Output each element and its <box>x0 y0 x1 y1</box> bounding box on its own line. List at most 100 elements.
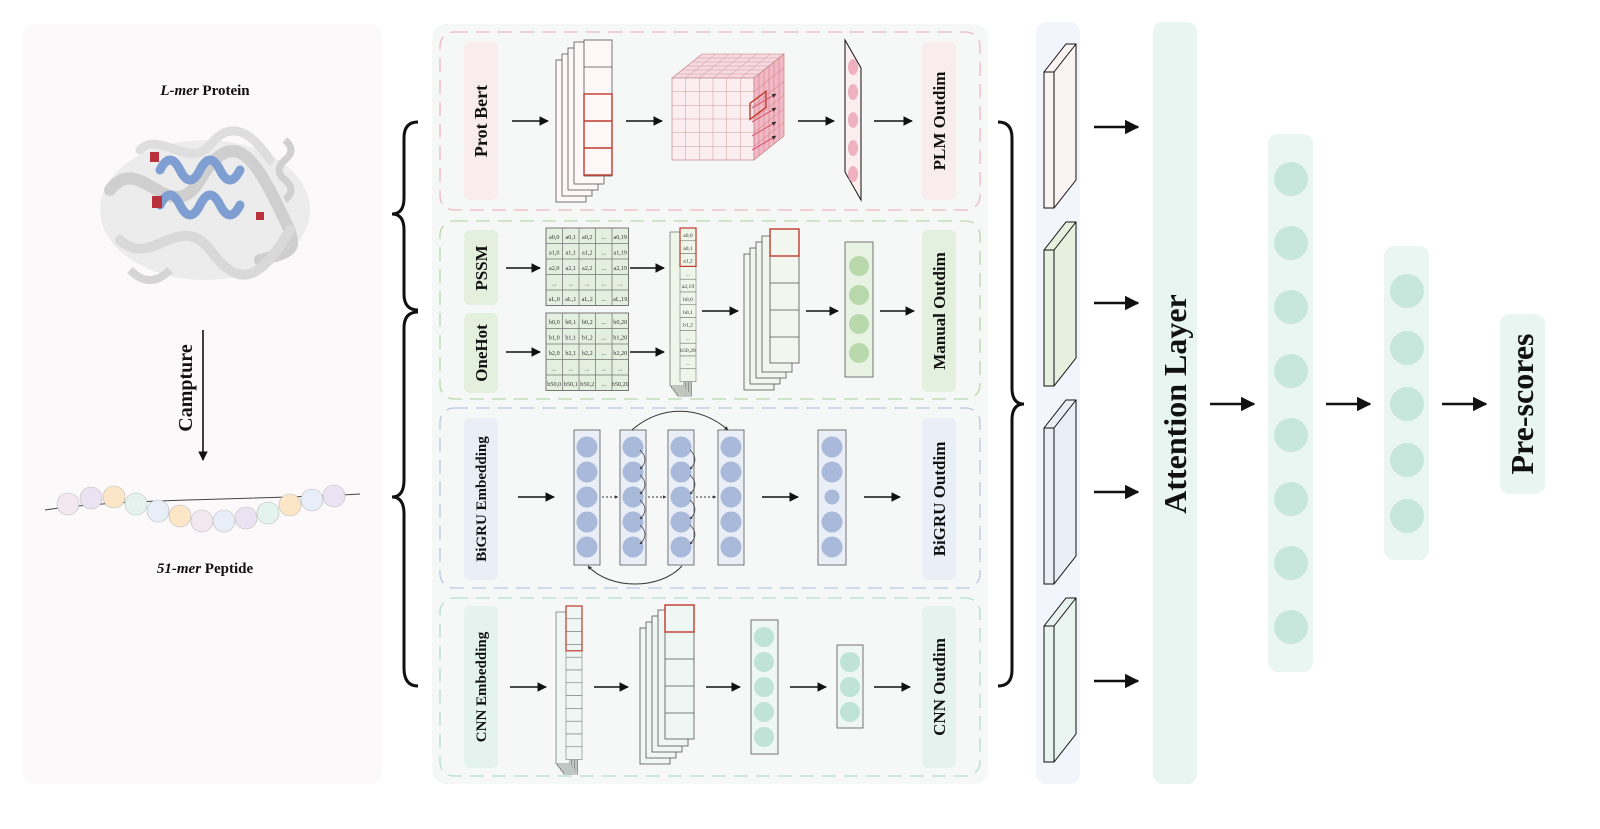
peptide-residue <box>212 509 236 533</box>
bigru-branch-box <box>439 407 981 589</box>
gru-unit <box>576 536 598 558</box>
gru-unit <box>720 511 742 533</box>
matrix-cell: ... <box>552 365 557 372</box>
cnn-cell <box>565 708 583 722</box>
bigru-backward-arc <box>587 565 683 585</box>
gru-unit <box>821 461 843 483</box>
gru-unit <box>670 486 692 508</box>
capture-label: Campture <box>175 344 197 432</box>
cnn-vector-2 <box>836 644 864 729</box>
matrix-cell: a2,1 <box>566 265 576 272</box>
cnn-cell <box>565 720 583 735</box>
cnn-outdim-label: CNN Outdim <box>930 638 949 736</box>
gru-unit <box>576 511 598 533</box>
flat-cell: b0,1 <box>683 310 693 316</box>
cnn-cell <box>565 746 583 760</box>
gru-unit <box>821 436 843 458</box>
peptide-residue <box>278 493 302 517</box>
flat-cell: b0,0 <box>683 297 693 303</box>
bigru-forward-arc <box>631 410 729 431</box>
plm-feature-stack <box>555 39 613 203</box>
matrix-cell: ... <box>618 365 623 372</box>
matrix-cell: ... <box>601 350 606 357</box>
pssm-label: PSSM <box>472 245 491 290</box>
matrix-cell: aL,2 <box>582 296 593 303</box>
protein-structure-image <box>100 126 310 284</box>
cnn-branch-box <box>439 597 981 777</box>
plm-embedding-cube <box>671 53 785 161</box>
matrix-cell: b0,0 <box>549 319 560 326</box>
peptide-label: 51-mer Peptide <box>157 561 254 577</box>
gru-unit <box>720 436 742 458</box>
bigru-outdim-label: BiGRU Outdim <box>930 442 949 557</box>
matrix-cell: ... <box>585 280 590 287</box>
prot-bert-label: Prot Bert <box>471 85 491 157</box>
peptide-residue <box>190 509 214 533</box>
matrix-cell: b50,0 <box>547 381 561 388</box>
matrix-cell: b0,2 <box>582 319 593 326</box>
flat-cell: a1,2 <box>683 259 693 265</box>
concat-plate-cnn <box>1043 597 1077 763</box>
gru-unit <box>720 486 742 508</box>
flat-cell: ... <box>686 271 691 277</box>
concat-plate-plm <box>1043 43 1077 209</box>
matrix-cell: a0,19 <box>613 234 627 241</box>
matrix-cell: b1,2 <box>582 334 593 341</box>
matrix-cell: b50,2 <box>580 381 594 388</box>
input-panel <box>22 24 382 784</box>
gru-unit <box>576 486 598 508</box>
gru-unit <box>622 486 644 508</box>
matrix-cell: ... <box>552 280 557 287</box>
cnn-cell <box>565 695 583 709</box>
manual-feature-stack <box>743 228 800 391</box>
matrix-cell: ... <box>601 234 606 241</box>
cnn-feature-stack <box>639 604 695 765</box>
flat-cell: a0,0 <box>683 233 693 239</box>
peptide-residue <box>168 504 192 528</box>
matrix-cell: ... <box>585 365 590 372</box>
attention-layer-label: Attention Layer <box>1157 294 1193 514</box>
gru-unit <box>622 461 644 483</box>
flat-cell: ... <box>686 335 691 341</box>
cnn-cell <box>565 669 583 684</box>
matrix-cell: b50,1 <box>564 381 578 388</box>
cnn-embedding-stack <box>555 605 583 775</box>
peptide-residue <box>146 499 170 523</box>
flat-cell: a0,1 <box>683 246 693 252</box>
brace-top <box>391 120 419 312</box>
peptide-chain <box>56 484 346 533</box>
dense-layer-2 <box>1384 246 1429 560</box>
matrix-cell: a2,19 <box>613 265 627 272</box>
flat-cell: b50,20 <box>680 348 696 354</box>
matrix-cell: a2,2 <box>582 265 592 272</box>
matrix-cell: a1,1 <box>566 249 576 256</box>
manual-outdim-label: Manual Outdim <box>930 252 949 370</box>
concat-panel <box>1036 22 1080 784</box>
matrix-cell: b0,20 <box>613 319 627 326</box>
gru-unit <box>576 436 598 458</box>
gru-unit <box>670 536 692 558</box>
peptide-residue <box>56 492 80 516</box>
matrix-cell: a0,0 <box>549 234 559 241</box>
matrix-cell: a0,2 <box>582 234 592 241</box>
matrix-cell: ... <box>601 365 606 372</box>
gru-unit <box>576 461 598 483</box>
matrix-cell: ... <box>568 280 573 287</box>
peptide-residue <box>300 488 324 512</box>
pre-scores-box <box>1500 314 1545 494</box>
matrix-cell: ... <box>618 280 623 287</box>
manual-branch-box <box>439 220 981 400</box>
attention-layer-box <box>1153 22 1197 784</box>
gru-unit <box>720 536 742 558</box>
flattened-feature-stack: a0,0a0,1a1,2...a2,19b0,0b0,1b1,2...b50,2… <box>669 227 697 397</box>
matrix-cell: b2,1 <box>565 350 576 357</box>
cnn-cell <box>565 605 583 620</box>
cnn-cell <box>565 618 583 632</box>
flat-cell: b1,2 <box>683 323 693 329</box>
matrix-cell: b1,0 <box>549 334 560 341</box>
cnn-embedding-label: CNN Embedding <box>474 631 490 742</box>
cnn-cell <box>565 733 583 748</box>
matrix-cell: a1,19 <box>613 249 627 256</box>
matrix-cell: b1,20 <box>613 334 627 341</box>
